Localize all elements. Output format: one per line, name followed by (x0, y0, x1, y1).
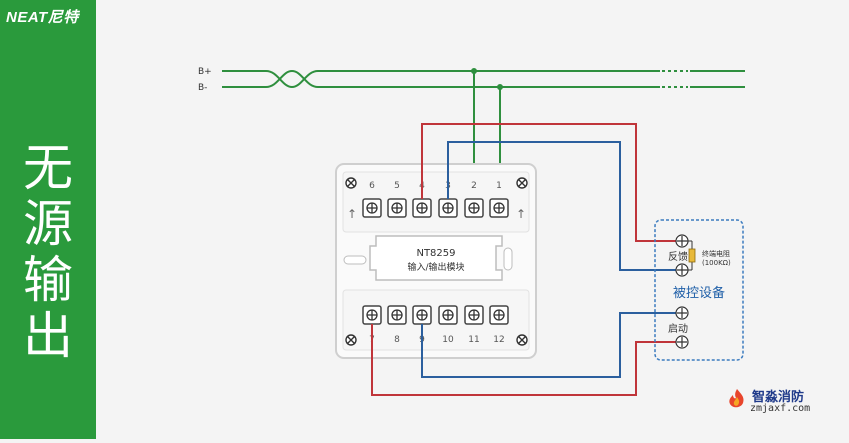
blue-wire-terminal-9 (421, 312, 682, 378)
resistor-label: 终端电阻 (702, 249, 730, 258)
bottom-screw-terminals (362, 305, 509, 325)
blue-wire-terminal-3 (447, 141, 682, 271)
watermark-cn: 智淼消防 (752, 390, 805, 405)
terminal-number: 2 (471, 181, 477, 191)
red-wire-terminal-7 (371, 324, 682, 396)
wiring-svg: B+ B- NT8259 输入/输出模块 ↑ ↑ 6 5 4 3 2 1 7 8… (198, 67, 745, 396)
title-char: 输 (23, 251, 73, 309)
page-title: 无 源 输 出 (0, 140, 96, 364)
flame-logo-icon (729, 389, 744, 408)
wiring-diagram: B+ B- NT8259 输入/输出模块 ↑ ↑ 6 5 4 3 2 1 7 8… (96, 0, 849, 439)
left-slot (343, 255, 367, 265)
terminal-number: 10 (442, 335, 454, 345)
up-arrow-icon: ↑ (516, 207, 526, 221)
up-arrow-icon: ↑ (347, 207, 357, 221)
feedback-label: 反馈 (668, 250, 688, 263)
junction-dot (497, 84, 503, 90)
terminal-number: 6 (369, 181, 375, 191)
mounting-screws (345, 177, 528, 346)
module-model: NT8259 (416, 248, 455, 259)
title-char: 出 (23, 307, 73, 365)
module-name: 输入/输出模块 (407, 261, 464, 273)
right-slot (503, 247, 513, 271)
terminal-number: 11 (468, 335, 479, 345)
top-screw-terminals (362, 198, 509, 218)
sidebar: NEAT尼特 无 源 输 出 (0, 0, 96, 439)
device-title: 被控设备 (673, 285, 725, 301)
bus-b-minus-label: B- (198, 83, 207, 93)
module-housing (335, 163, 537, 359)
bus-b-plus-label: B+ (198, 67, 212, 77)
watermark-en: zmjaxf.com (750, 403, 811, 414)
bus-b-plus-wire (222, 70, 660, 89)
device-box (654, 219, 744, 361)
junction-dot (471, 68, 477, 74)
brand-logo: NEAT尼特 (6, 9, 79, 26)
bus-b-minus-wire (222, 69, 660, 88)
terminal-number: 8 (394, 335, 400, 345)
terminal-number: 5 (394, 181, 400, 191)
resistor-icon (682, 240, 696, 271)
red-wire-terminal-4 (421, 123, 682, 242)
control-wires (371, 123, 682, 396)
label-panel (369, 235, 503, 281)
terminal-number: 12 (493, 335, 504, 345)
resistor-value: (100KΩ) (702, 259, 731, 267)
title-char: 无 (23, 139, 73, 197)
start-label: 启动 (668, 322, 688, 335)
terminal-number: 1 (496, 181, 502, 191)
title-char: 源 (23, 195, 73, 253)
